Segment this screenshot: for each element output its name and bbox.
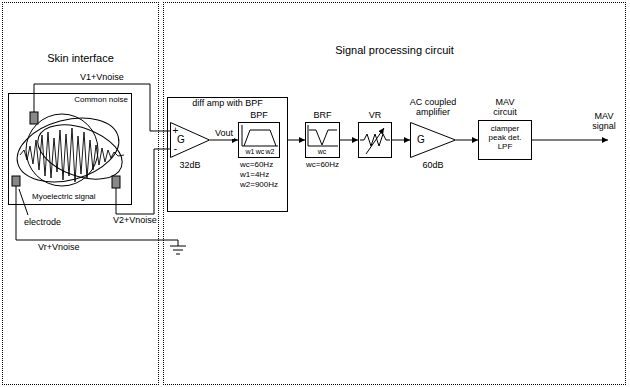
ground-symbol	[170, 246, 186, 254]
filter-box: BPFw1wcw2wc=60Hzw1=4Hzw2=900Hz	[238, 122, 280, 158]
brf-axes	[308, 125, 338, 146]
output-label: MAV signal	[584, 112, 624, 132]
electrode-pad	[12, 176, 20, 186]
region-title: Skin interface	[2, 52, 159, 64]
block-title: AC coupled amplifier	[398, 98, 468, 118]
filter-name: BRF	[298, 111, 347, 121]
region-title: Signal processing circuit	[163, 44, 626, 56]
bpf-response	[244, 130, 276, 146]
amplifier-block: diff amp with BPFG32dBBPFw1wcw2wc=60Hzw1…	[167, 97, 288, 212]
myoelectric-waveform	[20, 128, 124, 182]
block-title: VR	[350, 111, 400, 121]
frequency-value: wc=60Hz	[295, 161, 350, 170]
signal-name: Vr+Vnoise	[38, 243, 98, 253]
triangle-outline	[410, 122, 456, 158]
common-noise-loop	[30, 114, 129, 189]
gain-value: 32dB	[170, 161, 210, 171]
region-panel: Skin interfaceCommon noiseMyoelectric si…	[2, 2, 159, 385]
frequency-tick: w2	[265, 148, 275, 156]
electrode-wire	[116, 188, 117, 205]
filter-name: BPF	[233, 111, 285, 121]
electrode-wire	[34, 93, 35, 112]
skin-box: Common noiseMyoelectric signal	[8, 93, 132, 205]
frequency-value: wc=60Hz	[240, 161, 286, 170]
block-title: MAV circuit	[485, 98, 525, 118]
signal-wire	[210, 140, 238, 141]
frequency-tick: wc	[255, 148, 265, 156]
part-label: electrode	[24, 218, 74, 228]
signal-wire	[456, 140, 478, 141]
variable-resistor-box: VR	[358, 122, 392, 158]
triangle-outline	[171, 123, 210, 158]
frequency-tick: wc	[316, 148, 328, 156]
filter-box: BRFwcwc=60Hz	[305, 122, 340, 158]
signal-wire	[288, 140, 305, 141]
processing-box: MAV circuitclamper peak det. LPF	[478, 120, 532, 160]
common-noise-loop	[10, 108, 126, 193]
signal-name: V2+Vnoise	[112, 216, 158, 226]
gain-symbol: G	[414, 134, 428, 145]
frequency-value: w2=900Hz	[240, 181, 286, 190]
frequency-value: w1=4Hz	[240, 171, 286, 180]
electrode-pad	[112, 176, 120, 188]
leader-line	[19, 189, 28, 215]
signal-wire	[340, 140, 358, 141]
triangle-outline	[411, 123, 456, 158]
input-polarity: -	[172, 143, 179, 154]
output-arrow	[532, 140, 608, 141]
electrode-pad	[30, 112, 38, 124]
block-title: diff amp with BPF	[167, 99, 288, 109]
bpf-axes	[242, 125, 278, 146]
gain-value: 60dB	[410, 161, 456, 171]
noise-label: Common noise	[66, 96, 128, 105]
variable-arrow	[366, 128, 384, 154]
brf-response	[309, 130, 337, 145]
input-polarity: +	[172, 125, 179, 136]
circuit-description: clamper peak det. LPF	[483, 125, 527, 151]
signal-name: V1+Vnoise	[79, 73, 125, 83]
region-panel: Signal processing circuit diff amp with B…	[163, 2, 626, 385]
signal-label: Myoelectric signal	[32, 193, 108, 202]
signal-wire	[34, 84, 170, 131]
amplifier-triangle: AC coupled amplifierG60dB	[410, 122, 456, 158]
signal-name: Vout	[214, 129, 234, 139]
frequency-tick: w1	[245, 148, 255, 156]
resistor-symbol	[360, 134, 390, 146]
signal-wire	[392, 140, 410, 141]
